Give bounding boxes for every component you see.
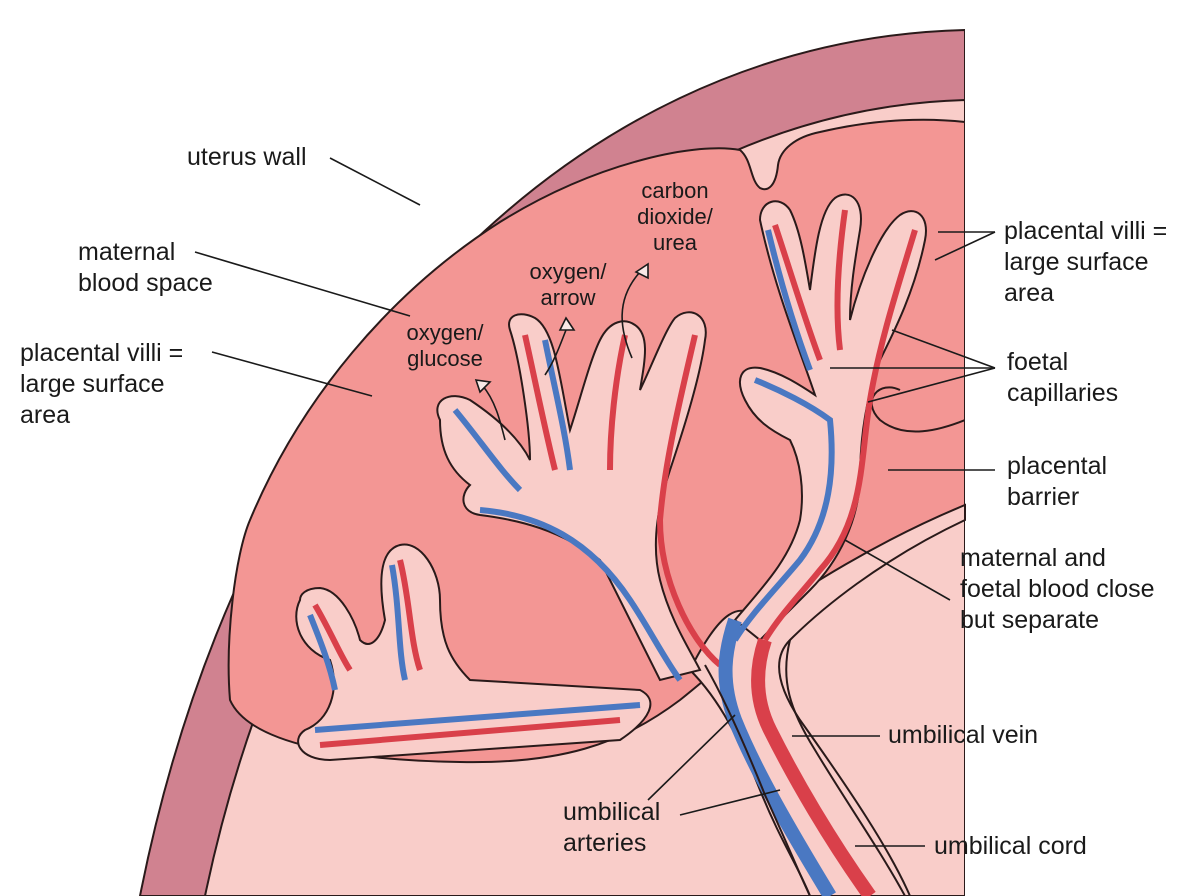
label-uterus-wall: uterus wall (187, 143, 307, 171)
label-villi-right: placental villi = large surface area (1004, 217, 1168, 307)
leader-arteries-2 (679, 789, 781, 816)
label-oxygen-arrow: oxygen/ arrow (529, 259, 607, 310)
label-placental-barrier: placental barrier (1007, 452, 1108, 511)
oxygen-glucose-arrowhead (474, 379, 492, 394)
umbilical-vein-vessel (751, 637, 876, 896)
villus-cluster-centre (436, 311, 722, 682)
leader-capillaries-2 (891, 329, 996, 369)
label-umbilical-vein: umbilical vein (888, 721, 1039, 749)
carbon-dioxide-arrowhead (634, 262, 649, 280)
leader-maternal-foetal (844, 539, 951, 601)
villus-cluster-right (732, 193, 927, 642)
leader-lines (194, 157, 996, 847)
oxygen-arrow-arrowhead (558, 316, 576, 331)
label-villi-left: placental villi = large surface area (20, 339, 184, 429)
carbon-dioxide-arrow (621, 271, 641, 359)
oxygen-glucose-arrow (481, 384, 506, 441)
oxygen-arrow-arrow (544, 329, 567, 376)
label-carbon-dioxide-urea: carbon dioxide/ urea (637, 178, 713, 255)
villus-cluster-left (295, 543, 652, 762)
label-maternal-blood-space: maternal blood space (78, 238, 213, 297)
leader-capillaries-3 (867, 367, 996, 403)
label-umbilical-arteries: umbilical arteries (563, 798, 661, 857)
cord-outline (704, 639, 906, 896)
maternal-space-right-lobe (870, 386, 965, 433)
leader-arteries-1 (647, 714, 736, 801)
label-umbilical-cord: umbilical cord (934, 832, 1087, 860)
label-oxygen-glucose: oxygen/ glucose (406, 320, 484, 371)
umbilical-artery-vessel (718, 617, 836, 896)
exchange-arrows (474, 262, 649, 441)
label-maternal-foetal-close: maternal and foetal blood close but sepa… (960, 544, 1155, 634)
leader-villi-right-2 (934, 231, 996, 261)
leader-maternal-blood-space (194, 251, 411, 317)
leader-villi-left (211, 351, 373, 397)
label-foetal-capillaries: foetal capillaries (1007, 348, 1119, 407)
leader-uterus-wall (329, 157, 421, 206)
